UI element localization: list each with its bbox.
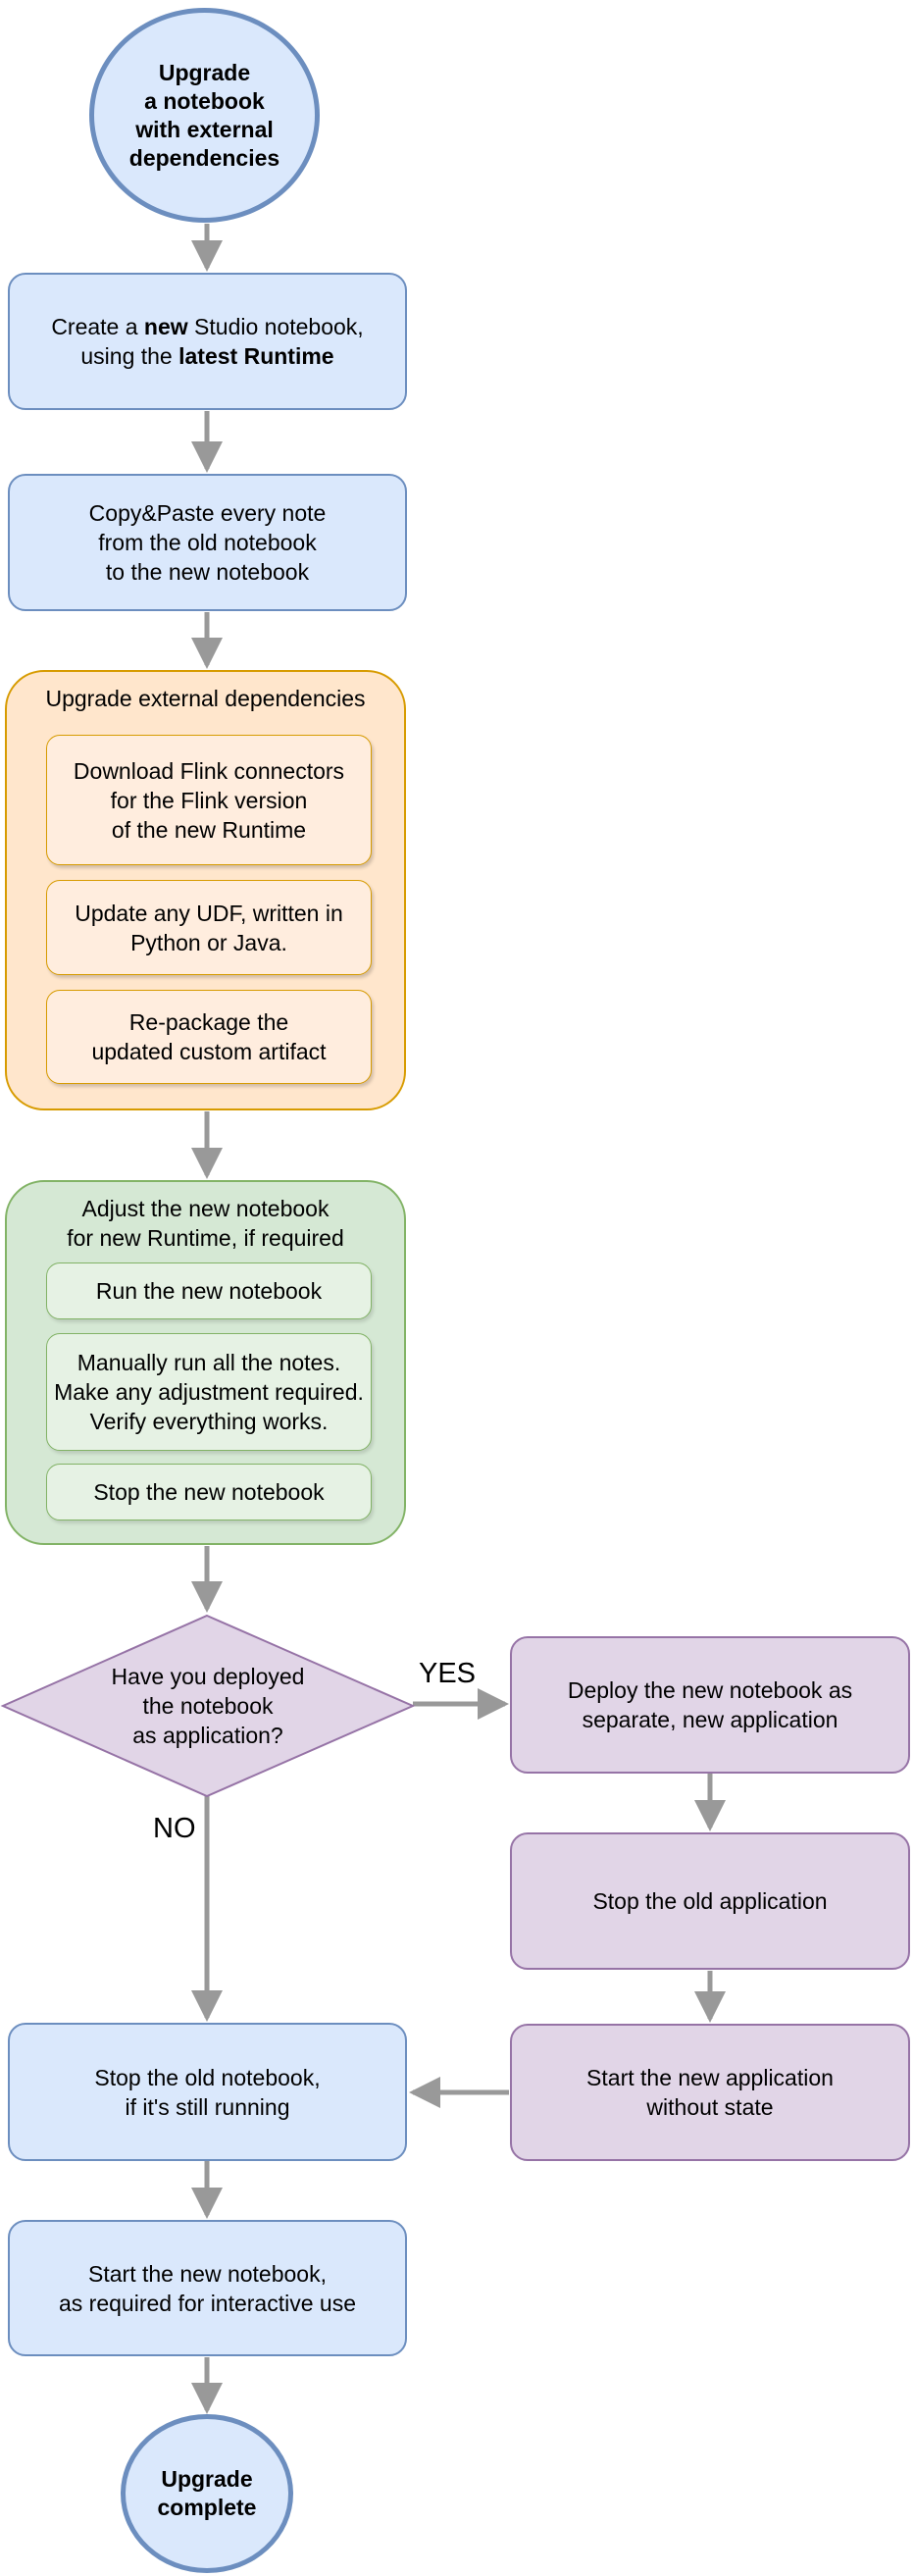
step-stop-old-notebook-line: Stop the old notebook, [94, 2064, 321, 2090]
step-stop-old-notebook: Stop the old notebook, if it's still run… [8, 2023, 407, 2161]
step-start-new-notebook: Start the new notebook, as required for … [8, 2220, 407, 2356]
start-node-label-line: a notebook [144, 87, 265, 114]
step-repackage-artifact-line: updated custom artifact [91, 1039, 327, 1064]
step-manually-run-notes-line: Make any adjustment required. [54, 1379, 364, 1405]
step-update-udf-line: Python or Java. [130, 929, 287, 955]
end-node-label-line: Upgrade [161, 2466, 253, 2492]
start-node-label-line: dependencies [128, 144, 280, 171]
decision-deployed-as-application-label: Have you deployed the notebook as applic… [111, 1664, 305, 1748]
step-copy-paste-notes: Copy&Paste every note from the old noteb… [8, 474, 407, 611]
step-download-flink-connectors-line: for the Flink version [110, 787, 308, 813]
start-node: Upgrade a notebook with external depende… [89, 8, 320, 223]
step-copy-paste-notes-line: Copy&Paste every note [88, 500, 327, 526]
step-manually-run-notes-line: Verify everything works. [89, 1409, 329, 1434]
decision-diamond-shape [0, 1614, 416, 1798]
end-node: Upgrade complete [121, 2414, 293, 2573]
step-create-new-notebook-line1: Create a new Studio notebook, [51, 314, 364, 339]
group-upgrade-external-dependencies-title: Upgrade external dependencies [45, 686, 366, 711]
start-node-label-line: with external [135, 116, 274, 142]
step-stop-new-notebook-line: Stop the new notebook [93, 1479, 325, 1505]
step-start-new-application-line: Start the new application [586, 2065, 834, 2090]
step-start-new-application-line: without state [646, 2094, 774, 2120]
step-start-new-application: Start the new application without state [510, 2024, 910, 2161]
step-download-flink-connectors: Download Flink connectors for the Flink … [46, 735, 372, 865]
edge-label-yes: YES [419, 1658, 477, 1689]
step-run-new-notebook: Run the new notebook [46, 1262, 372, 1319]
step-deploy-new-application-line: Deploy the new notebook as [567, 1677, 853, 1703]
step-stop-old-application: Stop the old application [510, 1832, 910, 1970]
end-node-label-line: complete [157, 2495, 257, 2520]
step-download-flink-connectors-line: Download Flink connectors [73, 757, 345, 784]
step-stop-old-notebook-line: if it's still running [125, 2093, 290, 2120]
step-deploy-new-application: Deploy the new notebook as separate, new… [510, 1636, 910, 1774]
group-upgrade-external-dependencies: Upgrade external dependencies Download F… [5, 670, 406, 1110]
group-adjust-new-notebook-title: Adjust the new notebook for new Runtime,… [67, 1196, 344, 1251]
step-manually-run-notes-line: Manually run all the notes. [76, 1350, 341, 1375]
step-start-new-notebook-line: as required for interactive use [59, 2290, 356, 2316]
step-update-udf-line: Update any UDF, written in [75, 900, 343, 926]
start-node-label-line: Upgrade [158, 59, 251, 85]
step-copy-paste-notes-line: from the old notebook [98, 530, 317, 555]
step-copy-paste-notes-line: to the new notebook [105, 559, 310, 585]
step-stop-new-notebook: Stop the new notebook [46, 1464, 372, 1520]
step-deploy-new-application-line: separate, new application [582, 1707, 838, 1732]
step-manually-run-notes: Manually run all the notes. Make any adj… [46, 1333, 372, 1451]
step-repackage-artifact-line: Re-package the [128, 1009, 289, 1035]
step-update-udf: Update any UDF, written in Python or Jav… [46, 880, 372, 975]
step-create-new-notebook: Create a new Studio notebook, using the … [8, 273, 407, 410]
decision-deployed-as-application: Have you deployed the notebook as applic… [0, 1614, 416, 1798]
step-repackage-artifact: Re-package the updated custom artifact [46, 990, 372, 1084]
step-run-new-notebook-line: Run the new notebook [95, 1278, 323, 1304]
step-start-new-notebook-line: Start the new notebook, [88, 2260, 327, 2287]
edge-label-no: NO [153, 1813, 196, 1844]
step-create-new-notebook-line2: using the latest Runtime [80, 343, 334, 369]
step-download-flink-connectors-line: of the new Runtime [111, 816, 307, 843]
step-stop-old-application-line: Stop the old application [592, 1888, 828, 1914]
group-adjust-new-notebook: Adjust the new notebook for new Runtime,… [5, 1180, 406, 1545]
